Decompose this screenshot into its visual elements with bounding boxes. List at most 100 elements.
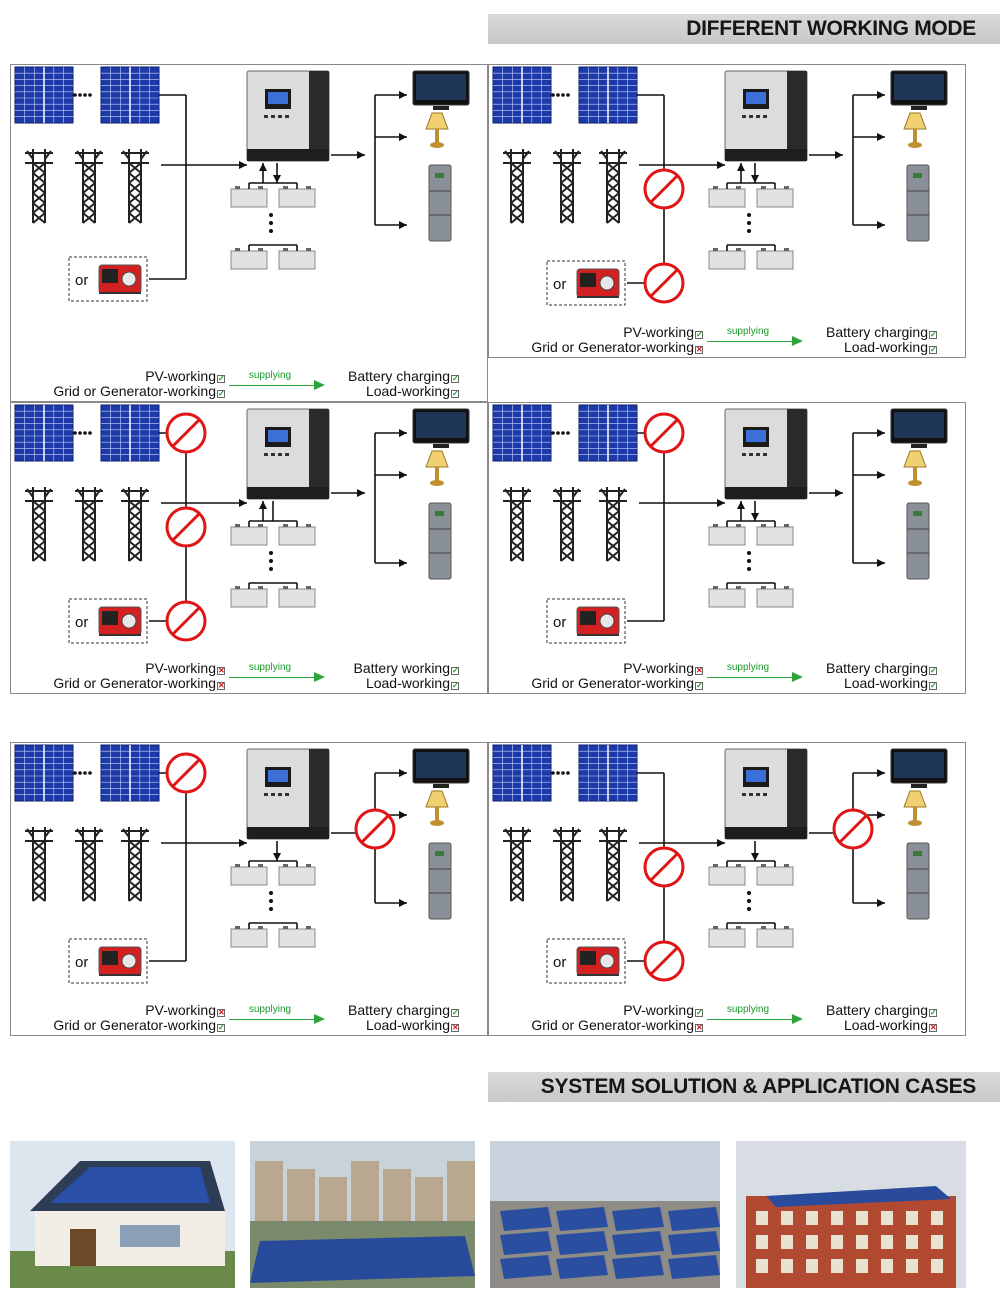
power-tower-icon [553,487,581,562]
source-status: PV-working✕Grid or Generator-working✓ [11,1003,225,1033]
check-icon: ✓ [451,666,459,675]
lamp-icon [903,450,927,486]
solar-panel-icon [100,744,160,802]
battery-status-row: Battery charging✓ [789,661,937,676]
generator-icon [68,938,148,984]
battery-icon [708,586,746,608]
arrow-head [877,769,885,777]
cross-icon: ✕ [217,1008,225,1017]
no-entry-icon [165,600,207,642]
arrow-head [877,811,885,819]
power-tower-icon [25,827,53,902]
pv-status-row: PV-working✓ [489,1003,703,1018]
building-rooftop-photo [736,1141,966,1288]
no-entry-icon [643,412,685,454]
supplying-label: supplying [248,370,292,381]
arrow-head [239,161,247,169]
application-banner: SYSTEM SOLUTION & APPLICATION CASES [488,1072,1000,1102]
battery-icon [756,524,794,546]
load-status-row: Load-working✓ [789,676,937,691]
arrow-head [399,133,407,141]
pv-status-row: PV-working✓ [489,325,703,340]
arrow-head [399,471,407,479]
mode-diagram: or [14,744,470,984]
power-tower-icon [75,827,103,902]
arrow-head [737,163,745,171]
tv-icon [412,408,470,448]
check-icon: ✓ [929,345,937,354]
arrow-head [835,489,843,497]
output-status: Battery charging✓Load-working✓ [311,369,459,399]
generator-icon [68,256,148,302]
cross-icon: ✕ [451,1023,459,1032]
arrow-head [835,151,843,159]
or-label: or [553,954,566,971]
power-tower-icon [503,827,531,902]
solar-panel-icon [14,744,74,802]
power-tower-icon [599,827,627,902]
source-status: PV-working✓Grid or Generator-working✓ [11,369,225,399]
battery-icon [278,186,316,208]
cross-icon: ✕ [695,666,703,675]
arrow-head [751,175,759,183]
arrow-head [751,853,759,861]
battery-label: Battery charging [826,1002,928,1018]
load-label: Load-working [365,675,450,691]
battery-icon [756,864,794,886]
load-label: Load-working [365,383,450,399]
pv-label: PV-working [145,1002,216,1018]
fridge-icon [428,842,452,920]
arrow-head [399,899,407,907]
tv-icon [890,70,948,110]
tv-icon [890,408,948,448]
power-tower-icon [25,149,53,224]
battery-label: Battery charging [826,660,928,676]
power-tower-icon [121,487,149,562]
mode-diagram: or [14,404,470,644]
check-icon: ✓ [929,666,937,675]
source-status: PV-working✓Grid or Generator-working✕ [489,1003,703,1033]
solar-panel-icon [578,744,638,802]
no-entry-icon [643,846,685,888]
ellipsis-dots [551,431,570,435]
ellipsis-dots [73,431,92,435]
no-entry-icon [354,808,396,850]
no-entry-icon [165,506,207,548]
solar-panel-icon [578,404,638,462]
grid-status-row: Grid or Generator-working✕ [489,1018,703,1033]
check-icon: ✓ [451,374,459,383]
battery-icon [278,926,316,948]
power-tower-icon [121,827,149,902]
battery-icon [230,186,268,208]
power-tower-icon [121,149,149,224]
load-label: Load-working [365,1017,450,1033]
fridge-icon [906,164,930,242]
check-icon: ✓ [217,1023,225,1032]
ellipsis-dots [551,93,570,97]
fridge-icon [906,502,930,580]
battery-icon [708,926,746,948]
tv-icon [412,748,470,788]
supplying-arrow: supplying [707,326,803,346]
battery-icon [708,186,746,208]
battery-dots [269,891,273,911]
supplying-label: supplying [248,662,292,673]
pv-label: PV-working [623,1002,694,1018]
source-status: PV-working✓Grid or Generator-working✕ [489,325,703,355]
battery-status-row: Battery working✓ [311,661,459,676]
arrow-head [877,221,885,229]
arrow-head [399,559,407,567]
no-entry-icon [643,940,685,982]
arrow-head-icon [792,1014,803,1024]
arrow-head [399,769,407,777]
supplying-label: supplying [248,1004,292,1015]
grid-label: Grid or Generator-working [53,675,216,691]
arrow-head-icon [314,672,325,682]
battery-label: Battery charging [348,368,450,384]
pv-label: PV-working [623,324,694,340]
arrow-head [877,91,885,99]
grid-status-row: Grid or Generator-working✓ [11,1018,225,1033]
